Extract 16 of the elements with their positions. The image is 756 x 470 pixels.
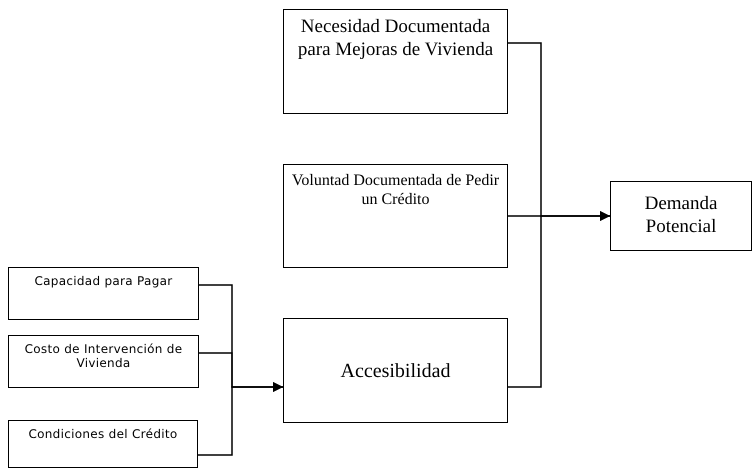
- process-box: [8, 267, 199, 320]
- box-label: Condiciones del Crédito: [28, 427, 178, 442]
- process-box: [8, 420, 198, 468]
- box-label: Capacidad para Pagar: [34, 274, 173, 288]
- process-box: [610, 181, 752, 251]
- box-label: Costo de Intervención de Vivienda: [24, 342, 184, 371]
- process-box: [8, 335, 199, 388]
- arrow: [508, 211, 610, 388]
- process-box: [283, 9, 508, 114]
- arrow: [198, 382, 283, 456]
- box-label: Necesidad Documentada para Mejoras de Vivienda: [296, 16, 494, 62]
- process-box: [283, 164, 508, 268]
- box-label: Demanda Potencial: [644, 193, 718, 239]
- box-label: Accesibilidad: [340, 358, 450, 382]
- box-label: Voluntad Documentada de Pedir un Crédito: [290, 171, 500, 210]
- process-box: [283, 318, 508, 423]
